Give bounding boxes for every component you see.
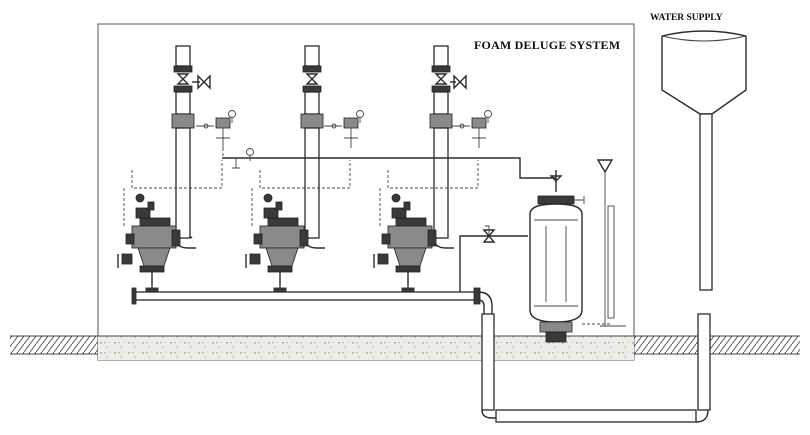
pilot-lines <box>131 160 479 189</box>
sight-gauge <box>596 159 626 327</box>
bladder-tank <box>529 195 610 343</box>
foam-concentrate-line <box>222 148 563 192</box>
deluge-valve-3 <box>373 187 437 295</box>
deluge-valve-1 <box>117 187 181 295</box>
riser-3 <box>429 45 467 249</box>
pilot-groups <box>196 110 492 158</box>
riser-2 <box>300 45 325 249</box>
diagram-title: FOAM DELUGE SYSTEM <box>474 38 621 52</box>
water-supply-label: WATER SUPPLY <box>650 13 723 23</box>
ground <box>10 335 800 360</box>
supply-header <box>131 287 711 423</box>
tank-inlet-line <box>459 225 528 292</box>
water-supply-tank <box>661 30 747 291</box>
riser-1 <box>171 45 211 249</box>
deluge-valve-2 <box>245 187 309 295</box>
